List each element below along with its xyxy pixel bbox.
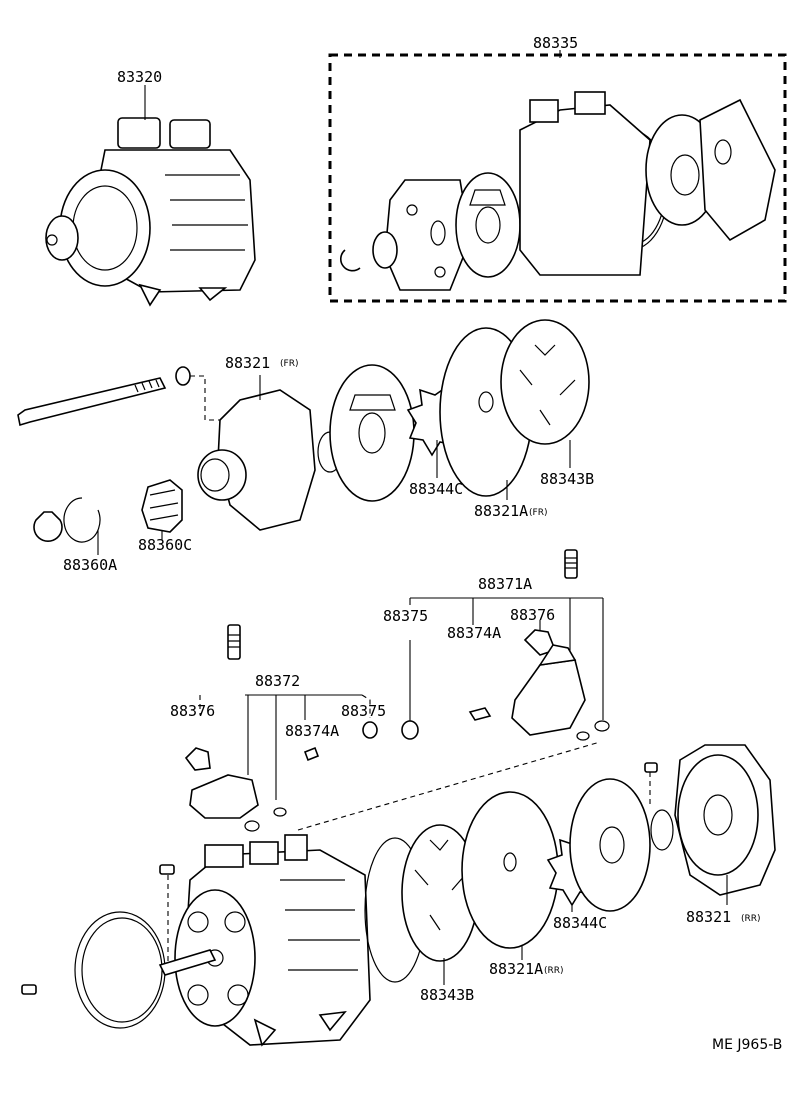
label-88321-fr: 88321 (225, 354, 270, 372)
label-83320: 83320 (117, 68, 162, 86)
label-88321-rr-suffix: (RR) (741, 914, 761, 924)
label-88344c-top: 88344C (409, 480, 463, 498)
label-88374a-left: 88374A (285, 722, 339, 740)
label-88321a-fr: 88321A (474, 502, 528, 520)
label-88321-fr-suffix: (FR) (280, 359, 298, 369)
label-88376-left: 88376 (170, 702, 215, 720)
label-88321-rr: 88321 (686, 908, 731, 926)
part-number-labels: 88335 83320 88321 (FR) 88344C 88343B 883… (63, 34, 761, 1004)
label-88375-left: 88375 (341, 702, 386, 720)
compressor-assembly-83320 (45, 85, 256, 307)
label-88343b-top: 88343B (540, 470, 594, 488)
label-88371a: 88371A (478, 575, 532, 593)
label-88374a-right: 88374A (447, 624, 501, 642)
label-88344c-bottom: 88344C (553, 914, 607, 932)
front-housing-group (17, 319, 590, 555)
label-88321a-rr-suffix: (RR) (544, 966, 564, 976)
label-88360a: 88360A (63, 556, 117, 574)
label-88375-right: 88375 (383, 607, 428, 625)
valve-group-88372 (184, 624, 378, 832)
seal-kit-box-88335 (328, 50, 787, 303)
label-88321a-fr-suffix: (FR) (529, 508, 547, 518)
valve-group-88371a (401, 549, 610, 741)
alignment-line (297, 741, 601, 831)
label-88335: 88335 (533, 34, 578, 52)
label-88372: 88372 (255, 672, 300, 690)
label-88376-right: 88376 (510, 606, 555, 624)
diagram-code: ME J965-B (712, 1037, 782, 1053)
rear-housing-group (21, 744, 776, 1047)
label-88321a-rr: 88321A (489, 960, 543, 978)
label-88360c: 88360C (138, 536, 192, 554)
label-88343b-bottom: 88343B (420, 986, 474, 1004)
